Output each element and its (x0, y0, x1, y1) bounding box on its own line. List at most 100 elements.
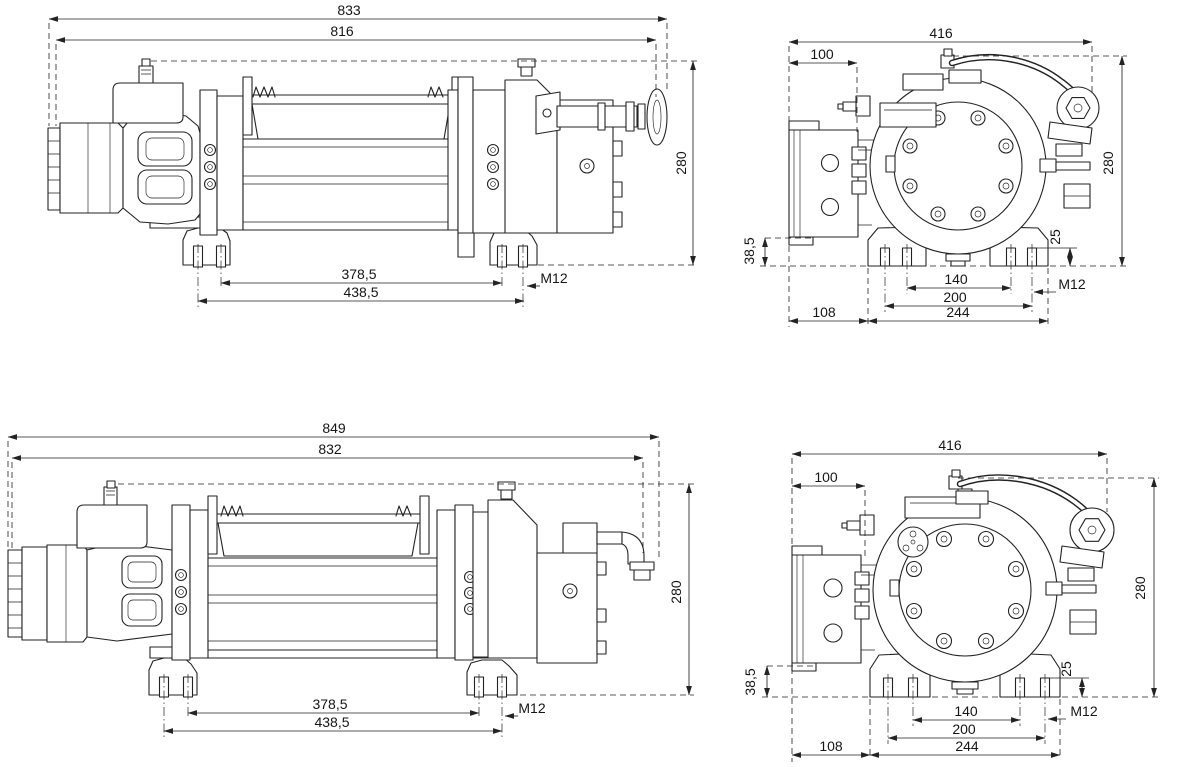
dim-stud-height-label: 25 (1047, 229, 1063, 245)
motor-port-lower (137, 169, 193, 205)
gear-housing (472, 481, 607, 664)
dim-span-narrow-label: 140 (944, 271, 968, 287)
spring-left (252, 86, 276, 98)
dim-bolt-span-inner-label: 378,5 (341, 266, 376, 282)
dim-bolt-thread-label: M12 (1058, 276, 1085, 292)
foundation-studs (192, 245, 529, 268)
bottom-end-view: 416 100 280 38,5 25 140 200 244 108 M12 (742, 437, 1159, 762)
hydraulic-motor (47, 111, 201, 225)
port-3 (612, 211, 623, 228)
mounting-bracket (788, 120, 876, 246)
tie-rod-nuts-right (486, 143, 500, 191)
dim-overall-length-label: 833 (337, 2, 361, 18)
top-plug (517, 58, 536, 68)
dim-base-offset-label: 38,5 (741, 237, 757, 264)
top-side-machine (47, 58, 668, 268)
top-end-view: 416 100 280 38,5 25 140 200 244 108 M12 (741, 25, 1127, 327)
housing-boss (562, 583, 578, 599)
mounting-bracket (791, 545, 879, 672)
tensioner-roller (1047, 86, 1100, 157)
drum-flange-left (199, 89, 244, 236)
bottom-side-machine (7, 480, 655, 698)
port-3 (596, 640, 607, 655)
dim-span-mid-label: 200 (952, 721, 976, 737)
housing-boss (579, 158, 595, 174)
dim-bolt-span-outer-label: 438,5 (343, 284, 378, 300)
port-1 (612, 140, 623, 157)
rope-drum (242, 138, 456, 231)
bottom-side-view: 849 832 280 378,5 438,5 M12 (7, 420, 694, 737)
rope-tensioner (207, 495, 430, 557)
tensioner-post-right (419, 495, 430, 555)
dim-overall-length-label: 849 (322, 420, 346, 436)
tie-rod-nuts-left (203, 143, 217, 191)
tensioner-post-left (207, 495, 218, 555)
bracket-hole-lower (823, 623, 843, 643)
dim-bolt-thread-label: M12 (1070, 703, 1097, 719)
dim-bracket-offset-label: 108 (812, 304, 836, 320)
dim-height-label: 280 (668, 580, 684, 604)
spring-left (220, 505, 244, 517)
bracket-hole-upper (823, 578, 843, 598)
hub-tab (885, 155, 896, 173)
dim-span-mid-label: 200 (943, 289, 967, 305)
spring-right (395, 505, 412, 517)
port-1 (596, 561, 607, 576)
bottom-end-dimensions: 416 100 280 38,5 25 140 200 244 108 M12 (742, 437, 1159, 762)
drum-flange-right (436, 504, 477, 661)
bracket-hole-upper (820, 153, 840, 173)
rope-tensioner (242, 76, 462, 140)
drum-flange-right (447, 76, 475, 258)
dim-base-offset-label: 38,5 (742, 668, 758, 695)
port-2 (596, 608, 607, 623)
motor-housing (122, 111, 201, 225)
dim-bolt-span-inner-label: 378,5 (312, 696, 347, 712)
flange-bolts (902, 110, 1014, 222)
motor-port-upper (121, 555, 163, 589)
mounting-foot-right (466, 659, 518, 696)
dim-height-label: 280 (1100, 151, 1116, 175)
tensioner-post-left (242, 76, 253, 136)
spring-right (427, 86, 444, 98)
elbow-fitting (596, 531, 655, 581)
valve-block (76, 480, 148, 549)
dim-span-wide-label: 244 (946, 304, 970, 320)
motor-port-lower (121, 593, 163, 627)
bottom-side-dimensions: 849 832 280 378,5 438,5 M12 (7, 420, 694, 737)
breather-plug (138, 65, 154, 84)
crank-handle (535, 88, 668, 146)
top-side-view: 833 816 280 378,5 438,5 M12 (47, 2, 698, 307)
foundation-studs (158, 676, 508, 698)
breather-plug (103, 486, 118, 506)
rope-drum (207, 557, 438, 651)
dim-bracket-offset-label: 108 (819, 738, 843, 754)
dim-stud-height-label: 25 (1058, 661, 1074, 677)
bleeder-valve (855, 95, 871, 117)
motor-port-upper (137, 131, 193, 167)
dim-frame-length-label: 816 (330, 23, 354, 39)
top-end-machine (788, 48, 1100, 267)
dim-height-label: 280 (1132, 576, 1148, 600)
tie-rod-nuts-left (174, 568, 188, 616)
gear-housing (472, 58, 623, 234)
top-end-dimensions: 416 100 280 38,5 25 140 200 244 108 M12 (741, 25, 1127, 327)
port-2 (612, 181, 623, 198)
dim-bracket-width-label: 100 (814, 469, 838, 485)
top-plug (497, 481, 516, 491)
dim-height-label: 280 (673, 151, 689, 175)
dim-bracket-width-label: 100 (810, 46, 834, 62)
hub-tab (889, 579, 900, 597)
hub-detail (897, 526, 929, 558)
drum-flange-left (171, 504, 209, 661)
side-fitting (1045, 581, 1097, 635)
dim-bolt-thread-label: M12 (518, 700, 545, 716)
rope-guide-bar (837, 73, 944, 128)
dim-bolt-thread-label: M12 (540, 270, 567, 286)
side-fitting (1039, 158, 1091, 209)
dim-overall-width-label: 416 (929, 25, 953, 41)
hydraulic-motor (7, 542, 173, 643)
valve-block (112, 58, 184, 124)
dim-span-narrow-label: 140 (954, 703, 978, 719)
